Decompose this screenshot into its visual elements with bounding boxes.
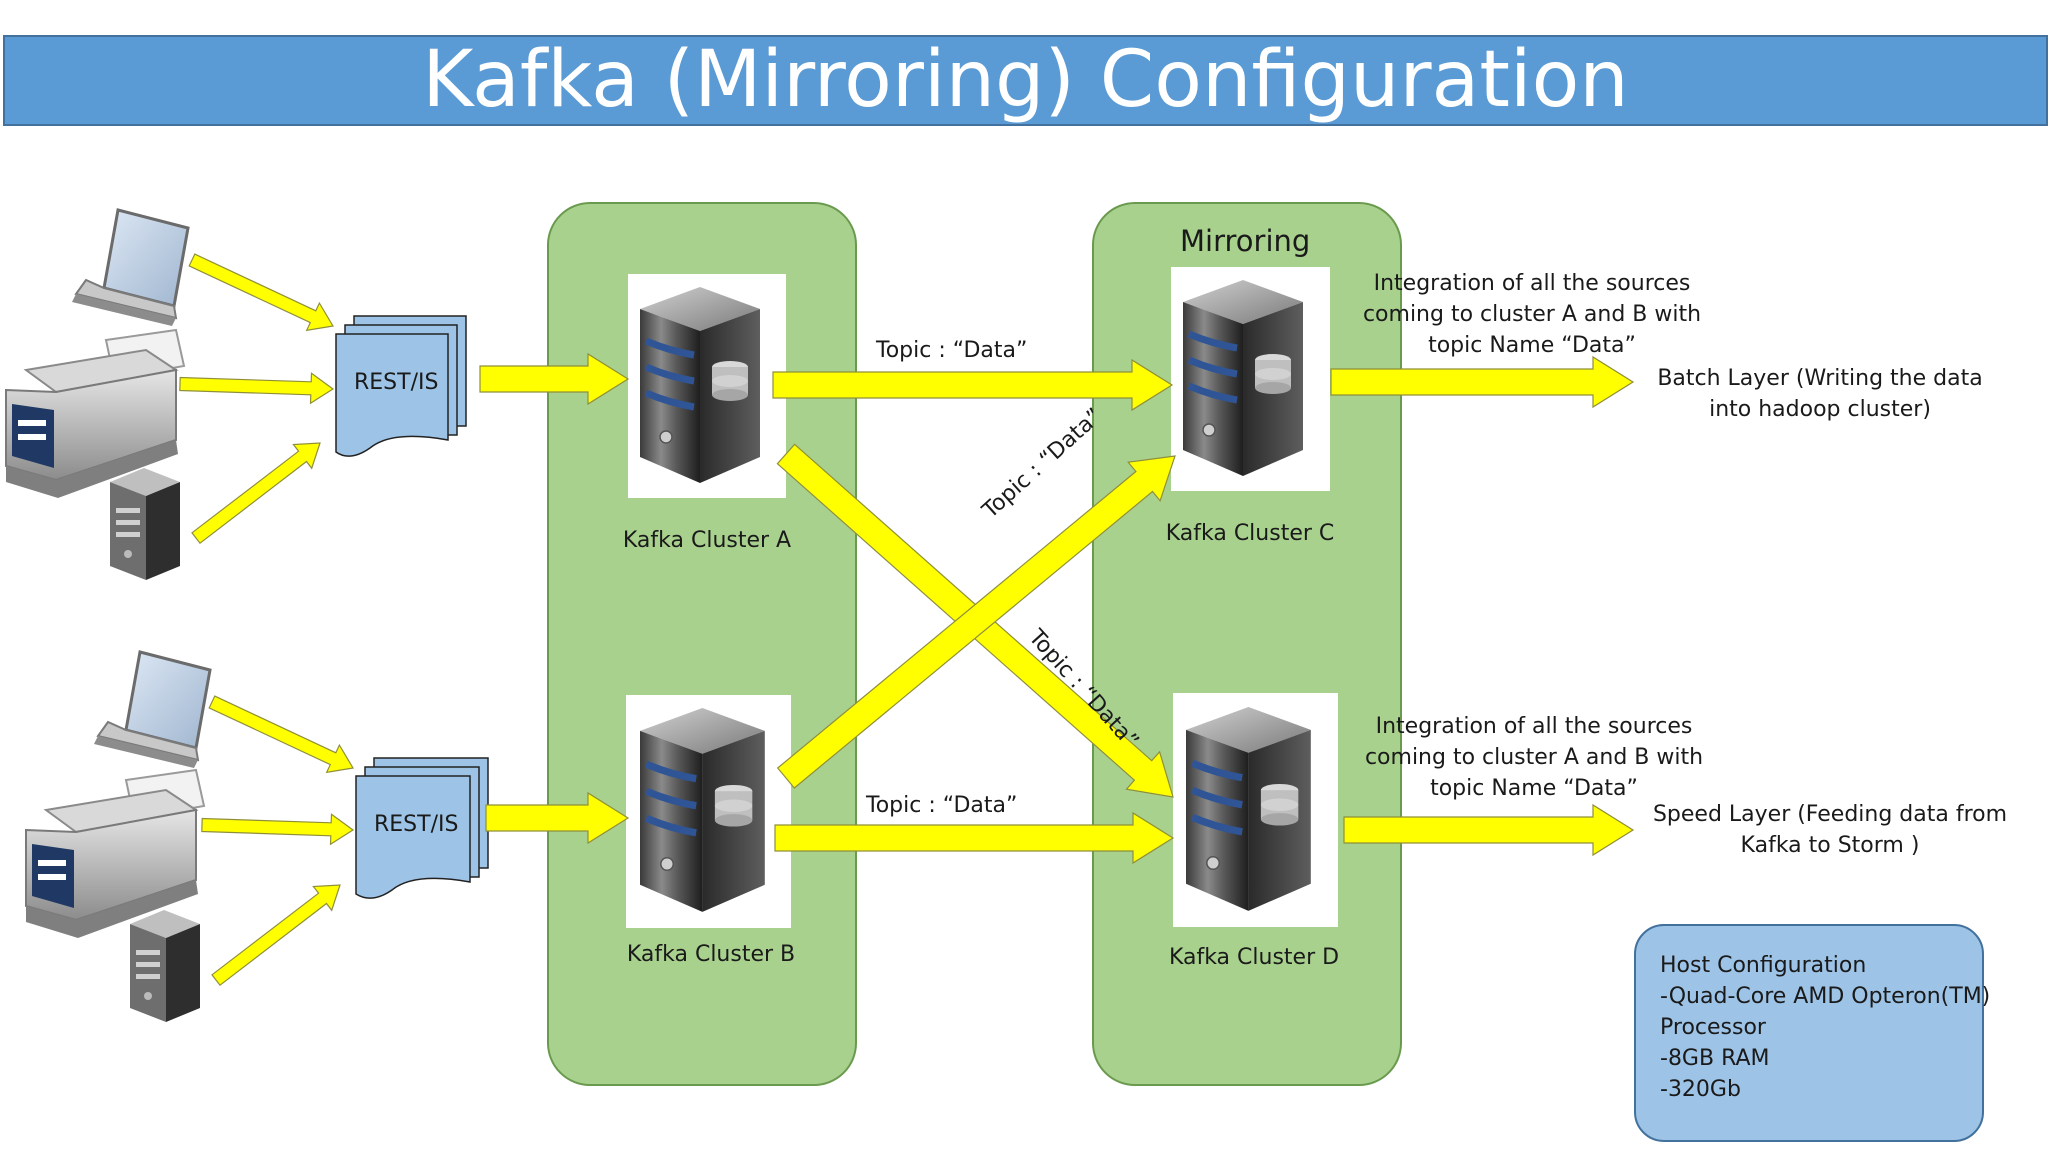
mirroring-label: Mirroring [1180,224,1311,258]
integration-note-line: Integration of all the sources [1373,271,1691,296]
arrow-rest-to-cluster-b [485,791,630,845]
document-stack-icon [355,757,489,899]
integration-note-line: topic Name “Data” [1430,776,1638,801]
cluster-c-label: Kafka Cluster C [1165,521,1335,546]
server-icon [640,287,760,483]
laptop-icon [72,208,190,326]
arrow-laptop-to-rest-bottom [208,695,354,774]
server-icon [1186,707,1311,911]
rest-is-label-bottom: REST/IS [374,812,459,837]
arrow-cluster-b-to-c [776,455,1176,789]
cluster-a-label: Kafka Cluster A [622,528,792,553]
host-config-line: Host Configuration [1660,953,1867,978]
document-stack-icon [335,315,467,457]
arrow-layer [179,253,1635,987]
integration-note-c: Integration of all the sources coming to… [1352,268,1712,361]
cluster-b-label: Kafka Cluster B [626,942,796,967]
arrow-laptop-to-rest-top [188,253,334,332]
server-icon [1183,280,1303,476]
printer-icon [5,328,186,498]
arrow-printer-to-rest-bottom [201,813,355,846]
speed-layer-line: Kafka to Storm ) [1740,833,1920,858]
title-bar [3,35,2048,126]
host-configuration-box [1634,924,1984,1142]
rest-is-label-top: REST/IS [354,370,439,395]
arrow-printer-to-rest-top [179,372,335,405]
integration-note-line: Integration of all the sources [1375,714,1693,739]
server-icon [640,708,765,912]
arrow-server-to-rest-top [191,442,321,545]
integration-note-line: topic Name “Data” [1428,333,1636,358]
arrow-cluster-a-to-c [772,358,1174,412]
arrow-cluster-d-to-speed [1343,803,1635,857]
batch-layer-line: into hadoop cluster) [1709,397,1931,422]
arrow-cluster-b-to-d [774,811,1175,865]
arrow-cluster-c-to-batch [1330,355,1635,409]
speed-layer-line: Speed Layer (Feeding data from [1652,802,2008,827]
arrow-rest-to-cluster-a [479,352,630,406]
integration-note-line: coming to cluster A and B with [1364,745,1704,770]
small-server-icon [130,910,200,1022]
host-config-line: -Quad-Core AMD Opteron(TM) [1660,984,1991,1009]
batch-layer-label: Batch Layer (Writing the data into hadoo… [1640,363,2000,425]
speed-layer-label: Speed Layer (Feeding data from Kafka to … [1650,799,2010,861]
topic-label-b-to-d: Topic : “Data” [866,793,1018,818]
cluster-d-label: Kafka Cluster D [1168,945,1340,970]
arrow-server-to-rest-bottom [211,884,341,987]
host-config-line: -8GB RAM [1660,1046,1770,1071]
host-configuration-text: Host Configuration -Quad-Core AMD Optero… [1660,950,1990,1105]
topic-label-a-to-c: Topic : “Data” [876,338,1028,363]
host-config-line: Processor [1660,1015,1766,1040]
printer-icon [25,768,206,938]
laptop-icon [94,650,212,768]
host-config-line: -320Gb [1660,1077,1741,1102]
integration-note-line: coming to cluster A and B with [1362,302,1702,327]
integration-note-d: Integration of all the sources coming to… [1354,711,1714,804]
batch-layer-line: Batch Layer (Writing the data [1657,366,1983,391]
page-title: Kafka (Mirroring) Configuration [422,35,1629,125]
small-server-icon [110,468,180,580]
